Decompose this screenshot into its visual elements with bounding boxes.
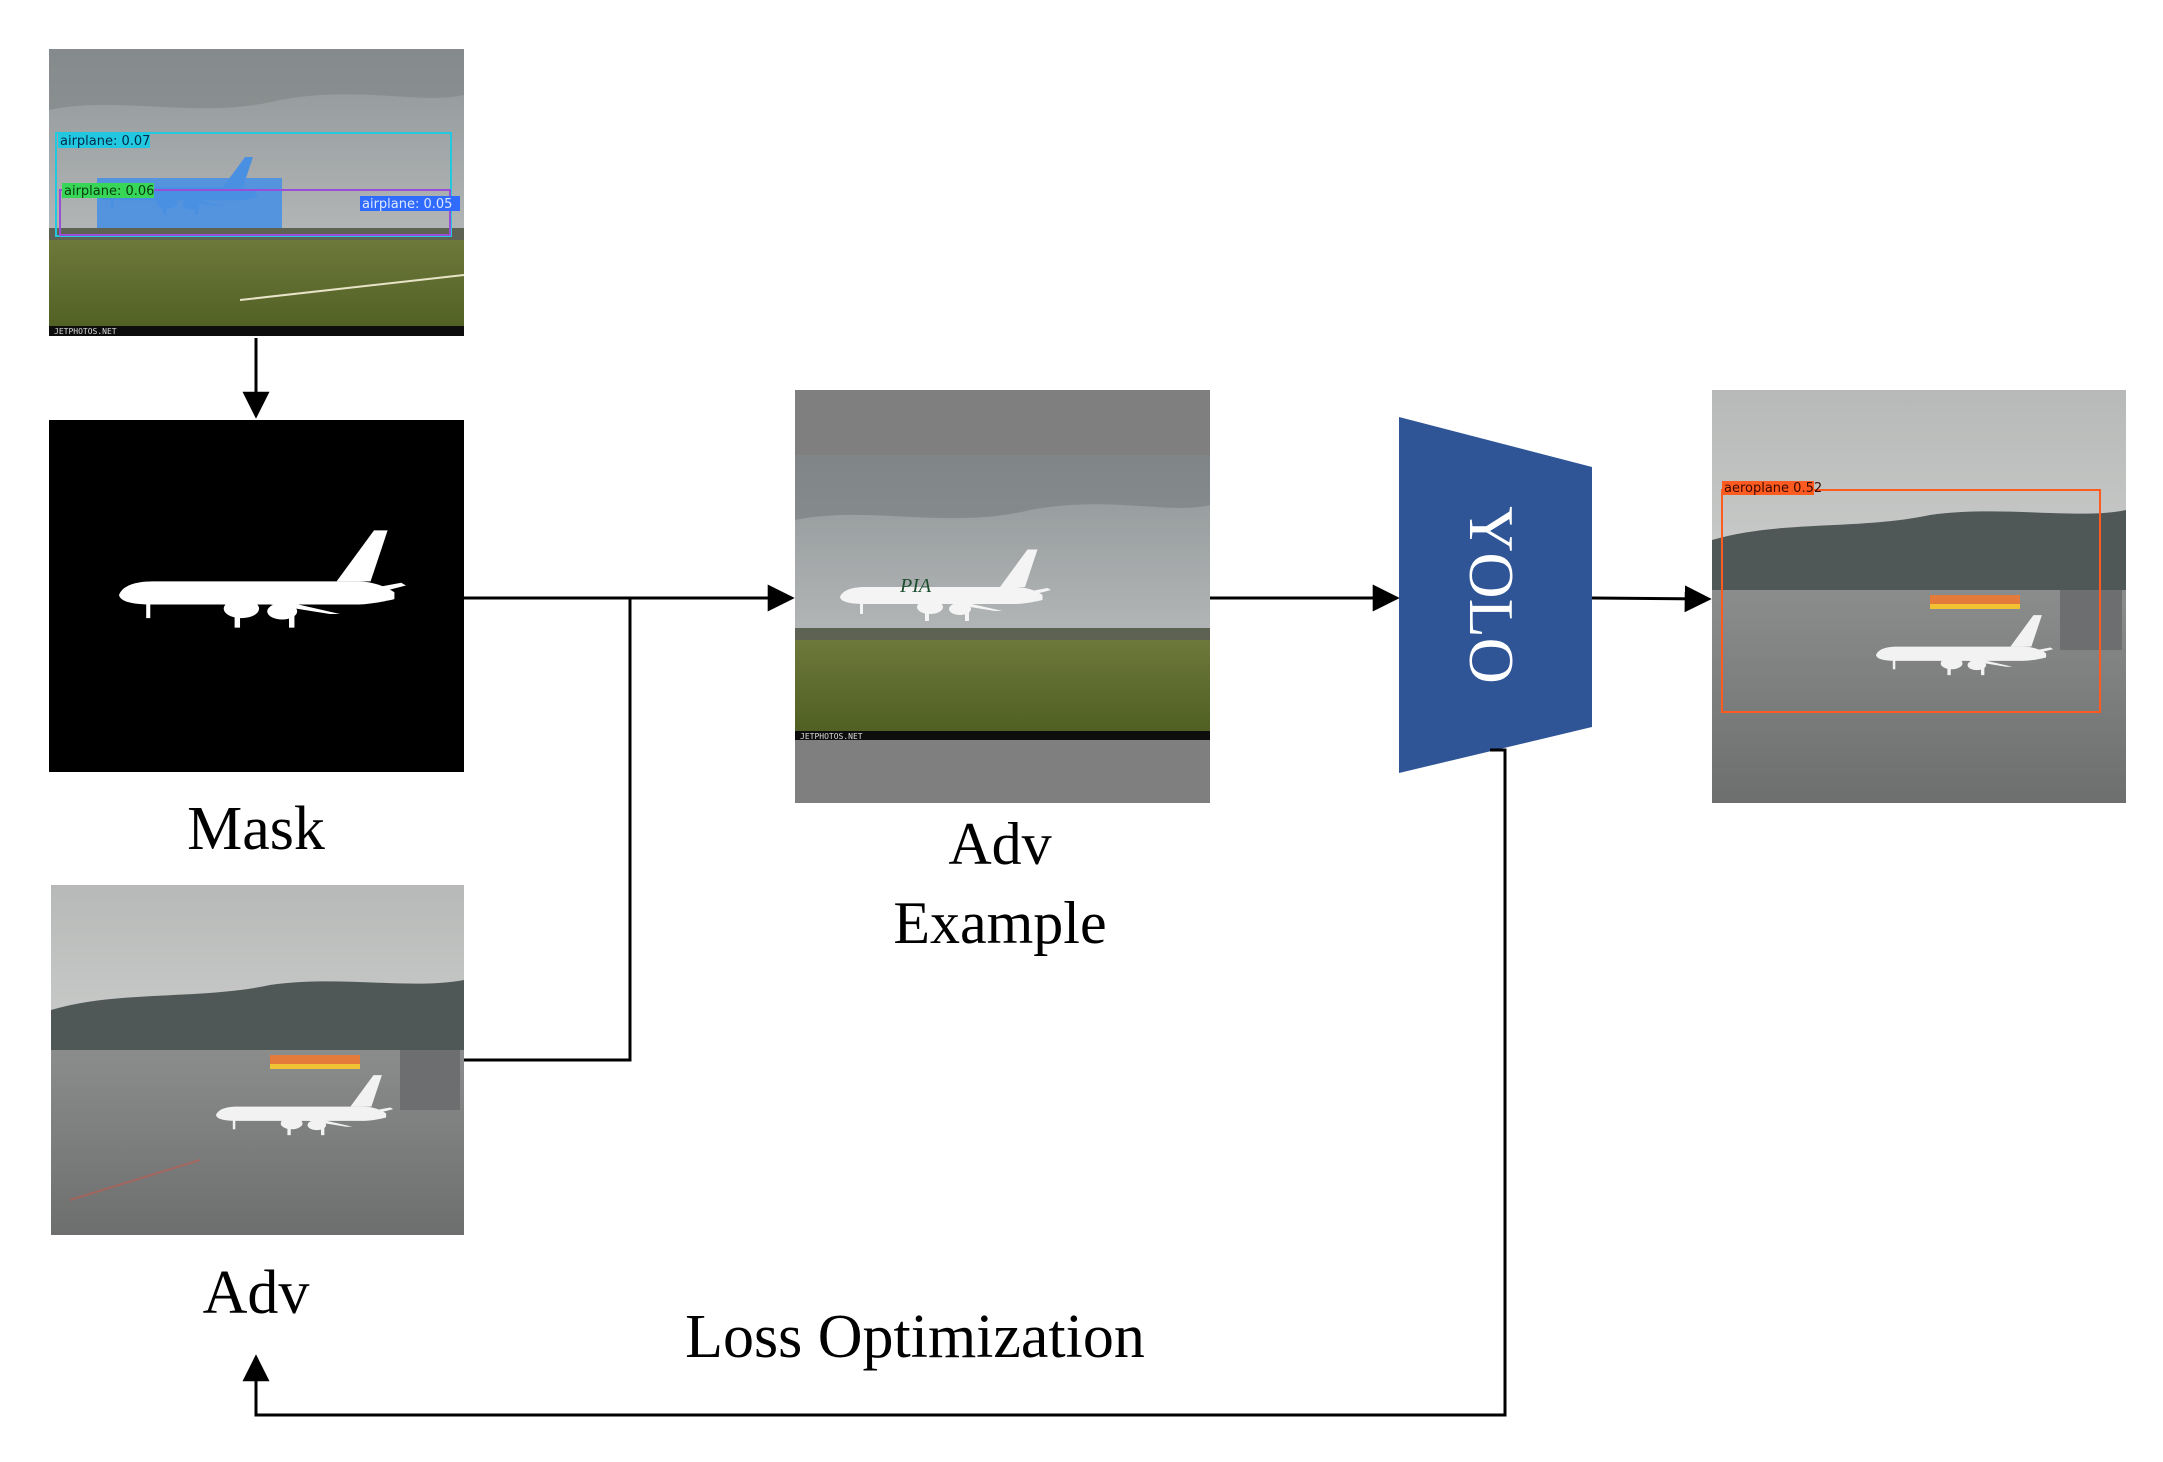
mask-label: Mask [187,795,325,863]
adv-example-image: PIA JETPHOTOS.NET [795,390,1210,803]
loss-feedback-arrow [242,748,1507,1417]
adv-patch-image [51,885,464,1235]
yolo-trapezoid [1399,417,1592,773]
output-detection-label-bg [1722,481,1814,495]
detection-label-bg [360,196,460,211]
arrow-yolo-to-output [1591,585,1712,613]
adv-example-label-line2: Example [893,890,1107,956]
loss-optimization-label: Loss Optimization [685,1303,1145,1371]
watermark: JETPHOTOS.NET [54,327,117,336]
detection-label: airplane: 0.06 [64,184,154,199]
detection-label-bg [58,133,150,148]
yolo-model: YOLO [1399,417,1592,773]
yolo-label: YOLO [1456,506,1527,684]
output-detection-box [1721,489,2101,713]
detection-box [59,189,451,236]
line-adv-to-merge [464,598,632,1062]
connectors [242,338,1712,1417]
detection-label: airplane: 0.07 [60,134,150,149]
detection-label: airplane: 0.05 [362,197,452,212]
output-detection-image: aeroplane 0.52 [1712,390,2126,803]
watermark: JETPHOTOS.NET [800,732,863,741]
output-detection-label: aeroplane 0.52 [1724,481,1822,496]
input-detection-image: airplane: 0.07 airplane: 0.06 airplane: … [49,49,465,336]
adv-label: Adv [202,1259,310,1327]
adv-example-label-line1: Adv [948,811,1052,877]
mask-image [49,420,464,772]
detection-label-bg [62,183,154,198]
airplane-livery: PIA [899,575,932,597]
